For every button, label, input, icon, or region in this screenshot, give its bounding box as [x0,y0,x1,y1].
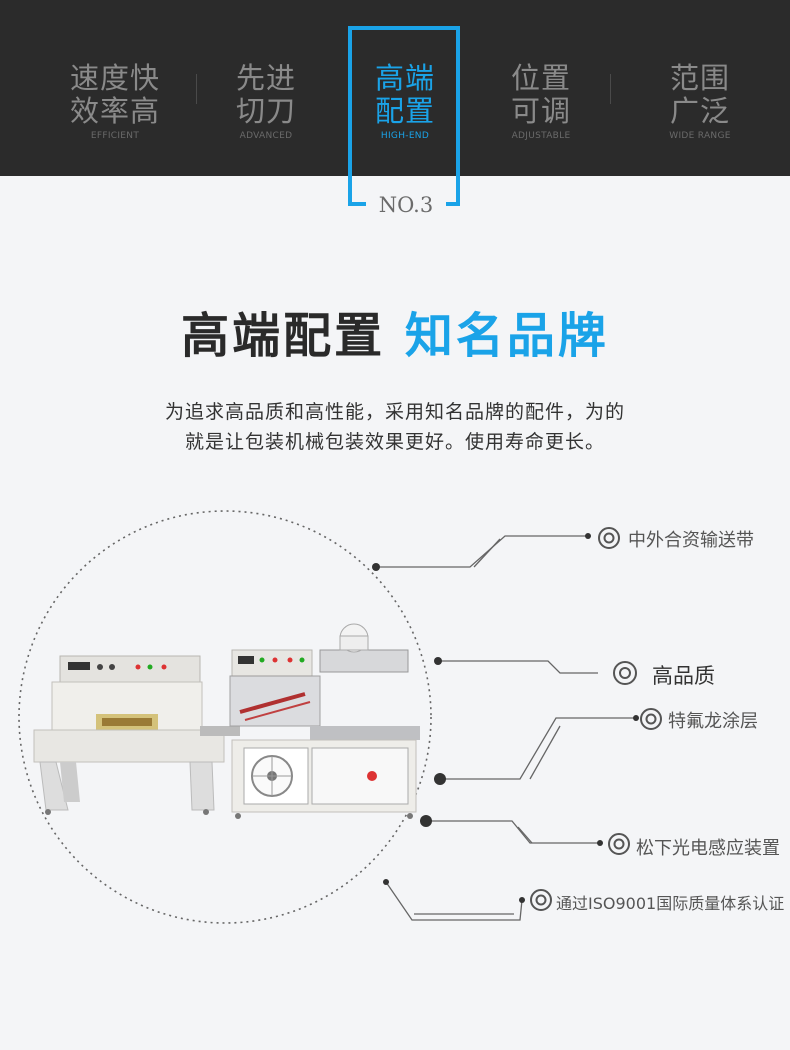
feature-label-conveyor-belt: 中外合资输送带 [628,530,754,551]
tab-title-line2: 配置 [374,94,435,128]
tab-subtitle: EFFICIENT [90,131,140,141]
target-ring-icon [640,708,662,730]
target-ring-icon [613,661,637,685]
feature-label-iso-certification: 通过ISO9001国际质量体系认证 [556,894,785,913]
tab-title-line1: 速度快 [69,61,160,95]
target-ring-icon-group [530,527,662,911]
tab-subtitle: WIDE RANGE [669,131,731,141]
target-ring-icon [608,833,630,855]
tab-title-line1: 高端 [374,61,435,95]
tab-title-line2: 切刀 [235,94,296,128]
number-tag: NO.3 [366,191,446,219]
dashed-circle [18,510,432,924]
feature-label-photoelectric-sensor: 松下光电感应装置 [636,838,780,859]
tab-divider [196,74,197,104]
feature-label-high-quality: 高品质 [652,664,715,688]
tab-title-line2: 广泛 [669,94,730,128]
tab-wide-range[interactable]: 范围 广泛 WIDE RANGE [645,61,755,142]
page-title: 高端配置 知名品牌 [0,296,790,366]
tab-title-line2: 可调 [510,94,571,128]
l-sealer-machine [229,623,420,819]
target-ring-icon [598,527,620,549]
tab-subtitle: ADJUSTABLE [511,131,571,141]
tab-subtitle: ADVANCED [239,131,293,141]
active-tab-frame [348,26,460,206]
tab-title-line2: 效率高 [69,94,160,128]
tab-high-end[interactable]: 高端 配置 HIGH-END [350,61,460,142]
feature-label-teflon-coating: 特氟龙涂层 [668,711,758,732]
description-line2: 就是让包装机械包装效果更好。使用寿命更长。 [184,431,605,453]
description: 为追求高品质和高性能，采用知名品牌的配件，为的 就是让包装机械包装效果更好。使用… [0,397,790,457]
title-dark: 高端配置 [181,308,386,364]
target-ring-icon [530,889,552,911]
feature-diagram [18,510,662,924]
tab-title-line1: 先进 [235,61,296,95]
leader-dots [372,533,639,903]
tab-adjustable[interactable]: 位置 可调 ADJUSTABLE [486,61,596,142]
shrink-tunnel-machine [33,655,240,815]
tab-title-line1: 位置 [510,61,571,95]
leader-lines [376,535,636,921]
tab-efficient[interactable]: 速度快 效率高 EFFICIENT [60,61,170,142]
tab-title-line1: 范围 [669,61,730,95]
tab-divider [610,74,611,104]
tab-subtitle: HIGH-END [380,131,430,141]
description-line1: 为追求高品质和高性能，采用知名品牌的配件，为的 [164,401,625,423]
title-blue: 知名品牌 [404,308,609,364]
tab-advanced[interactable]: 先进 切刀 ADVANCED [211,61,321,142]
